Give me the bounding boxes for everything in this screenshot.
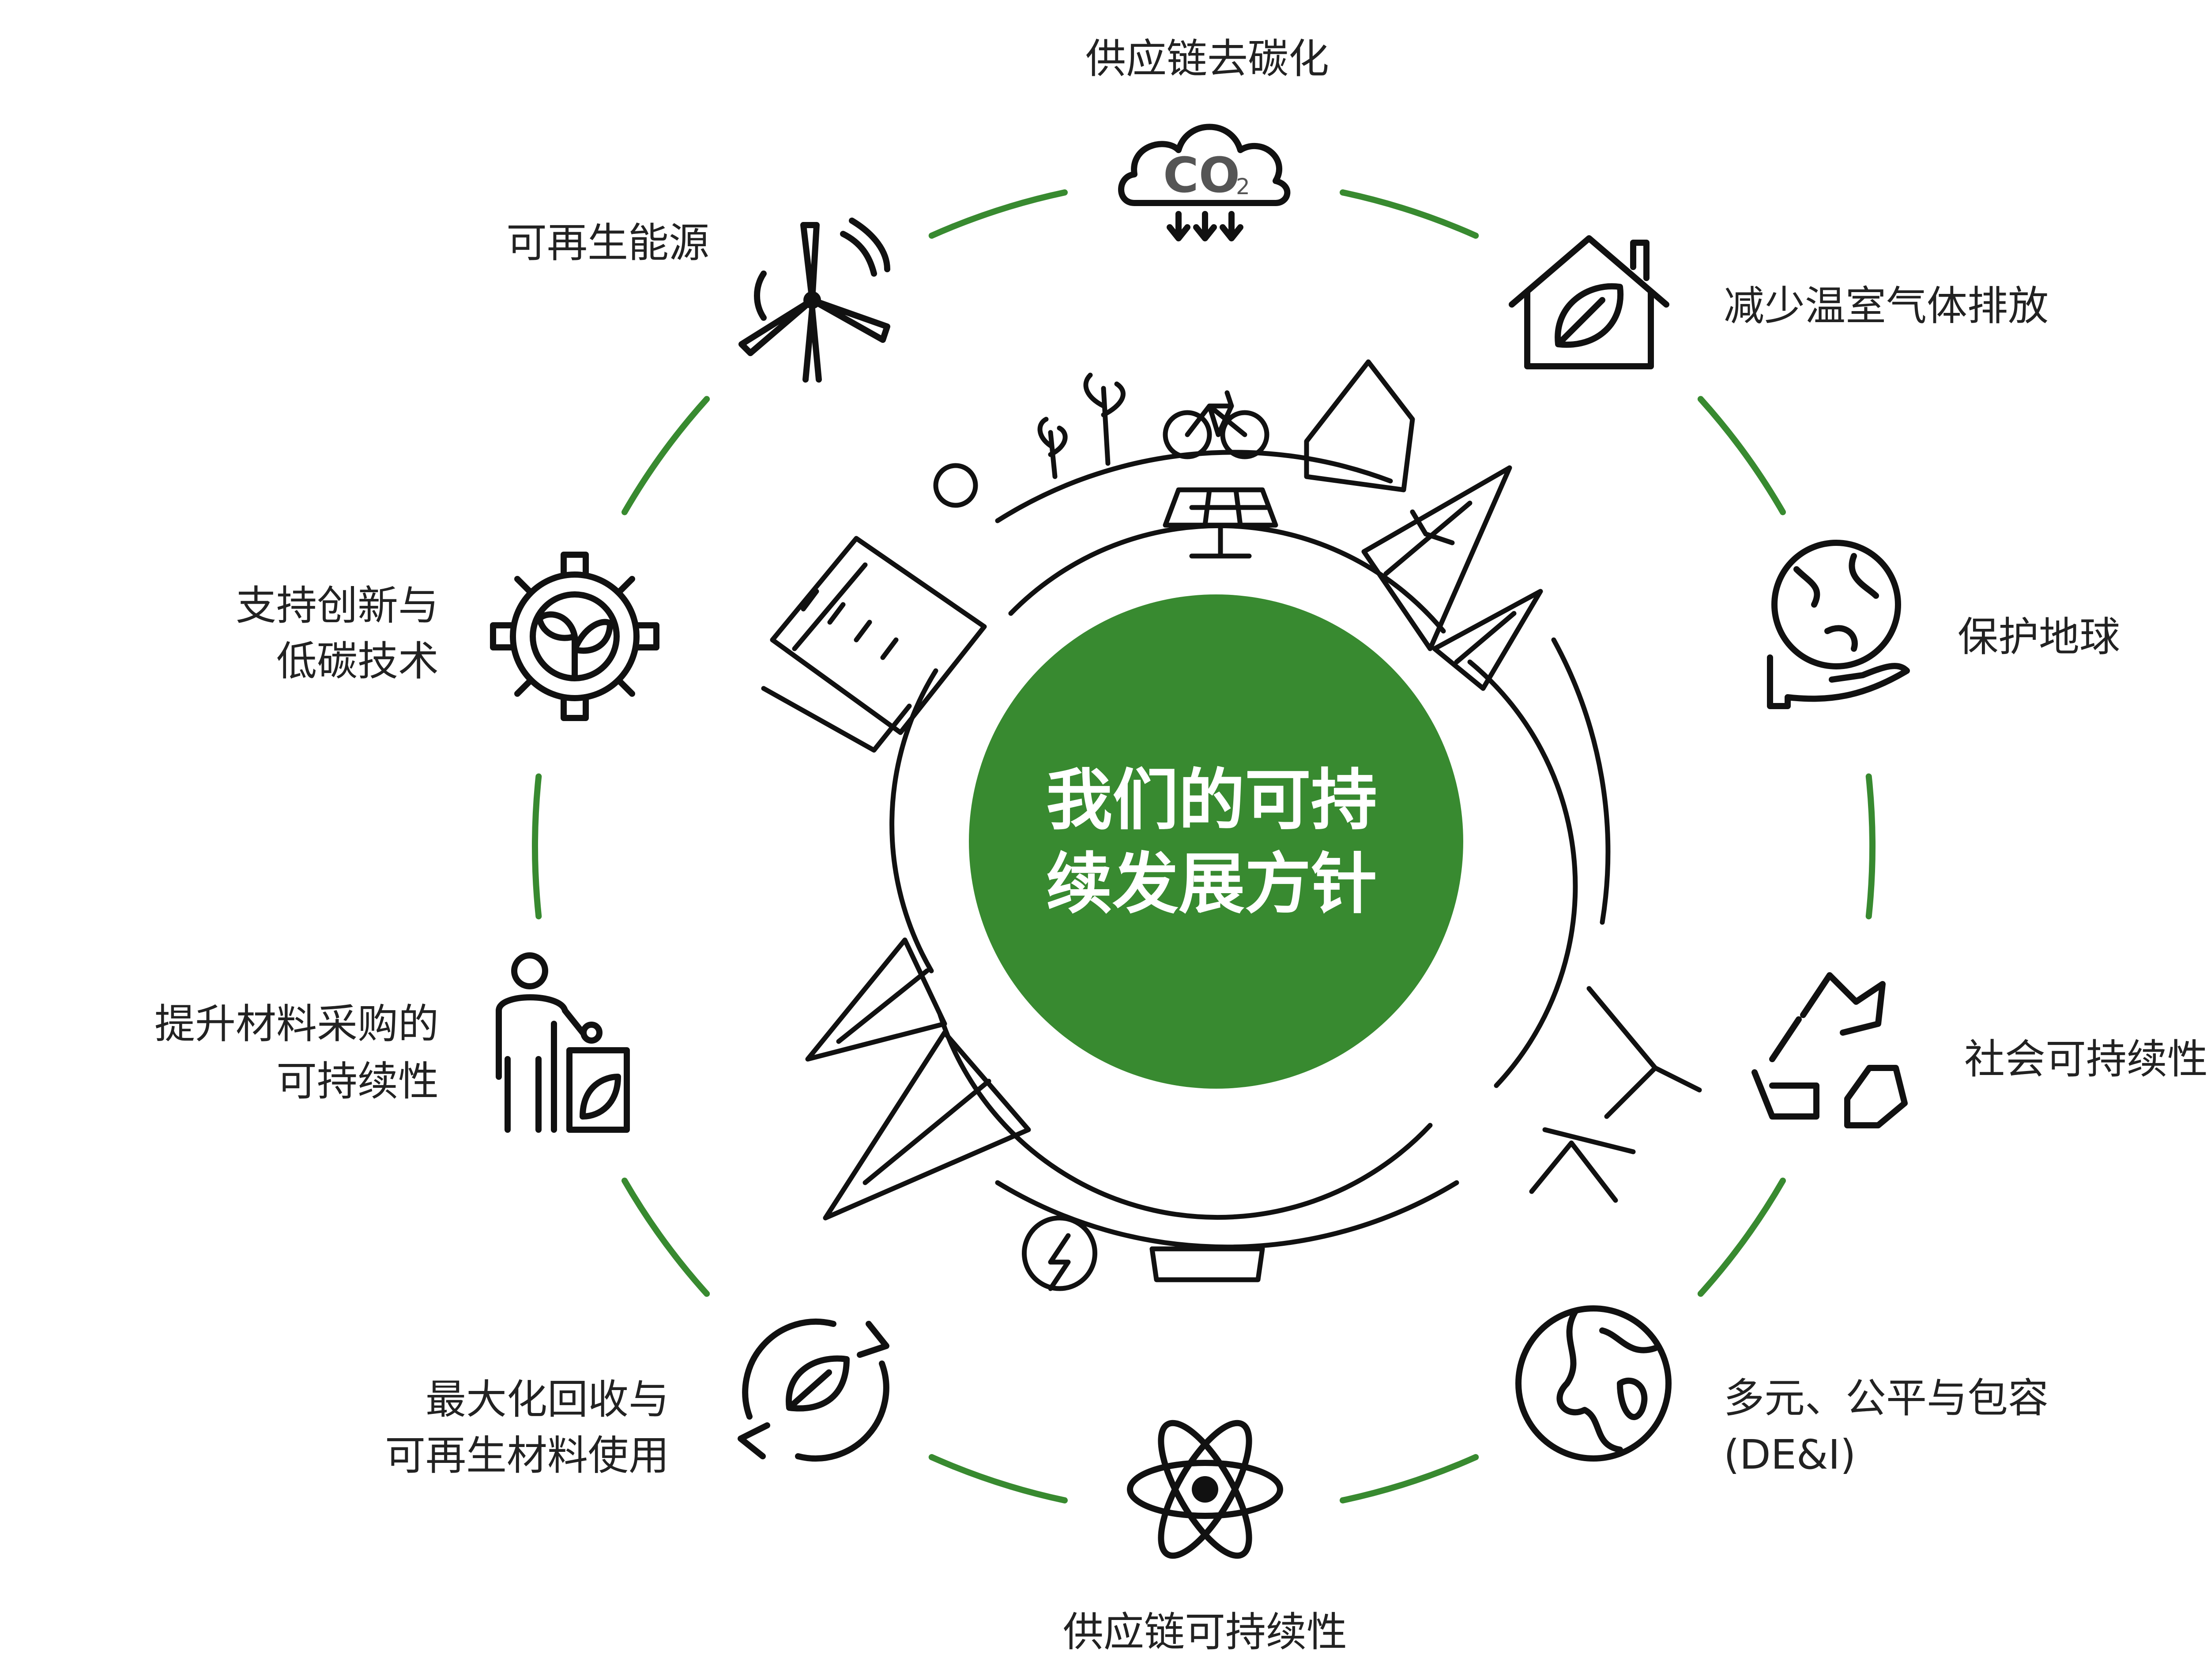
label-sourcing-line2: 可持续性 [276,1058,439,1105]
label-innovation-line2: 低碳技术 [276,638,439,685]
tree-doodle [823,1030,1031,1221]
solar-panel-doodle [1163,487,1278,559]
ring-arc-segment [1697,396,1786,515]
lightning-doodle [1022,1215,1097,1291]
recycle-icon [1751,972,1908,1128]
plant-doodle [1037,417,1068,479]
person-recycling-bin-icon [496,952,630,1133]
label-supply-chain-decarbonization: 供应链去碳化 [1085,35,1329,83]
ring-arc-segment [1339,189,1479,239]
label-supply-chain-sustainability: 供应链可持续性 [1063,1609,1347,1656]
tree-doodle [805,937,947,1062]
co2-cloud-icon: CO 2 [1118,124,1291,241]
label-recycling-line2: 可再生材料使用 [385,1432,669,1479]
label-sourcing-line1: 提升材料采购的 [154,1000,439,1048]
ring-arc-segment [928,1454,1068,1503]
svg-text:CO: CO [1163,147,1240,203]
label-recycling-line1: 最大化回收与 [426,1376,669,1423]
ring-arc-segment [1865,773,1876,920]
wind-turbine-icon [738,218,890,383]
ring-arc-segment [1697,1177,1786,1297]
outer-ground-arc-right [1551,637,1611,925]
sun-doodle [933,463,978,508]
svg-text:2: 2 [1236,174,1250,199]
inner-ground-arc [1467,659,1578,1088]
label-innovation-line1: 支持创新与 [236,582,439,629]
ring-arc-segment [1339,1454,1479,1503]
label-protect-planet: 保护地球 [1958,613,2120,661]
tree-doodle [1432,589,1543,691]
label-renewable-energy: 可再生能源 [506,219,709,267]
label-dei-line2: (DE&I) [1724,1431,1856,1478]
inner-ground-arc [938,1012,1433,1220]
globe-in-hand-icon [1767,540,1910,709]
labels: 供应链去碳化 减少温室气体排放 保护地球 社会可持续性 多元、公平与包容 (DE… [154,35,2207,1656]
gear-leaf-icon [490,552,659,721]
recycle-leaf-icon [738,1318,889,1462]
center-circle [969,594,1463,1089]
label-social-sustainability: 社会可持续性 [1964,1036,2207,1083]
car-doodle [1149,1246,1265,1282]
ring-arc-segment [621,1177,710,1297]
center-title-line2: 续发展方针 [1046,846,1377,923]
outer-ground-arc-top [995,450,1393,523]
wind-farm-doodle [1529,986,1702,1203]
building-doodle [761,536,987,753]
earth-icon [1515,1305,1672,1462]
tree-doodle [1361,465,1512,651]
ring-arc-segment [532,773,542,920]
house-doodle [1304,359,1415,492]
doodle-world-illustration [761,359,1702,1291]
ring-arc-segment [928,189,1068,239]
house-leaf-icon [1509,235,1669,369]
bicycle-doodle [1163,390,1269,459]
label-dei-line1: 多元、公平与包容 [1724,1375,2049,1422]
atom-icon [1127,1420,1283,1559]
center-title-line1: 我们的可持 [1046,762,1377,839]
plant-doodle [1083,372,1126,466]
outer-green-ring [532,189,1876,1503]
label-reduce-ghg: 减少温室气体排放 [1724,282,2049,330]
ring-arc-segment [621,396,710,515]
